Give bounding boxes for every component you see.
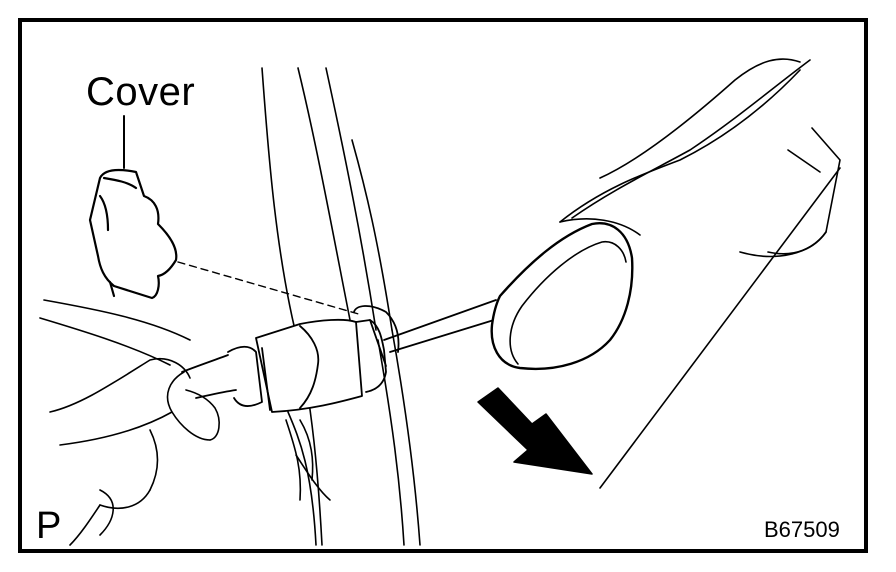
figure-frame <box>18 18 868 553</box>
cover-label: Cover <box>86 70 196 114</box>
hand <box>39 299 220 546</box>
trim-panel <box>559 58 841 489</box>
bulb-socket-tool <box>181 299 497 413</box>
lamp-lens <box>490 222 634 371</box>
cover-part <box>88 168 178 300</box>
pillar-lines <box>261 67 421 546</box>
removal-direction-arrow-icon <box>477 387 593 475</box>
figure-code: B67509 <box>764 517 840 542</box>
cover-lead-line <box>177 261 363 316</box>
view-letter: P <box>36 505 62 547</box>
